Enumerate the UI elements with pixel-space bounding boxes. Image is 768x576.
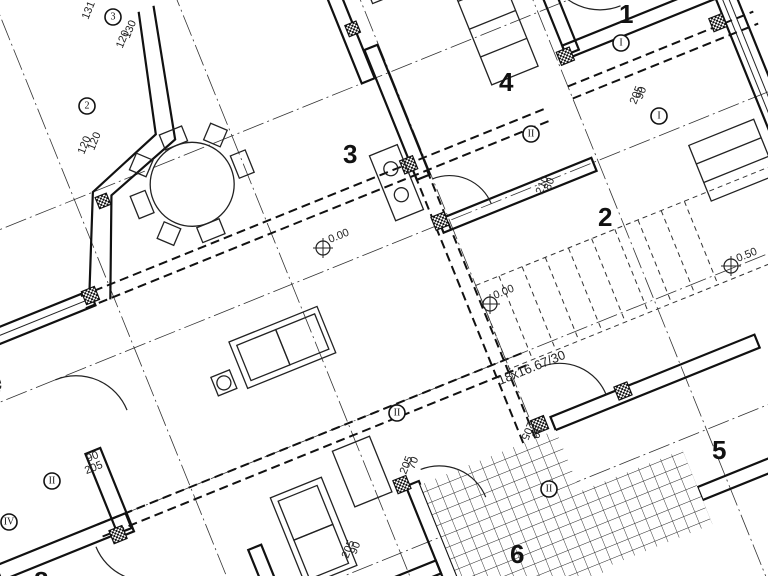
svg-text:3: 3 [111,12,116,23]
sofa [210,305,337,397]
window-tag-3: 3 130 120 131 [80,0,139,50]
svg-text:90: 90 [634,85,650,101]
svg-text:II: II [546,484,553,495]
svg-text:0.00: 0.00 [492,283,516,302]
svg-text:90: 90 [529,424,545,440]
svg-text:II: II [528,129,535,140]
kitchen-counter [356,0,539,222]
svg-text:I: I [619,38,622,49]
stair [475,118,768,370]
svg-text:80: 80 [542,176,558,192]
room-number-2: 2 [598,202,612,232]
door-tag-left-lower: IV [0,513,18,531]
window-tag-2: 2 120 120 [76,97,104,156]
door-tag-left: II 90 205 [43,449,105,490]
room-number-6: 6 [510,539,524,569]
room-number-4: 4 [499,67,514,97]
door-tag-kitchen: II 80 210 [522,125,558,196]
svg-text:90: 90 [348,540,364,556]
svg-text:131: 131 [80,0,98,21]
level-mark-living: 0.00 [313,227,351,258]
level-mark-hall: 0.00 [480,283,516,314]
door-label-room8: 90 205 [340,538,364,560]
room-number-1: 1 [619,0,633,29]
door-tag-room1-b: I 90 205 [628,84,668,125]
door-tag-bath: II 70 205 [388,404,422,476]
plant-icon [0,371,2,400]
svg-text:205: 205 [83,459,105,477]
svg-text:90: 90 [85,449,101,465]
svg-text:0.00: 0.00 [327,227,351,246]
svg-text:I: I [657,111,660,122]
door-tag-room1-a: I [612,34,630,52]
svg-text:70: 70 [406,455,422,471]
level-mark-landing: 0.50 [721,246,759,276]
svg-text:II: II [49,476,56,487]
sofa-lower [269,435,393,576]
room-number-5: 5 [712,435,726,465]
bathroom-tile-floor [420,430,612,576]
svg-text:2: 2 [85,101,90,112]
bathroom-tile-floor-b [580,450,713,566]
dining-table [128,122,256,247]
svg-text:IV: IV [4,517,15,528]
svg-text:II: II [394,408,401,419]
room-number-3: 3 [343,139,357,169]
room-number-8: 8 [34,566,48,576]
